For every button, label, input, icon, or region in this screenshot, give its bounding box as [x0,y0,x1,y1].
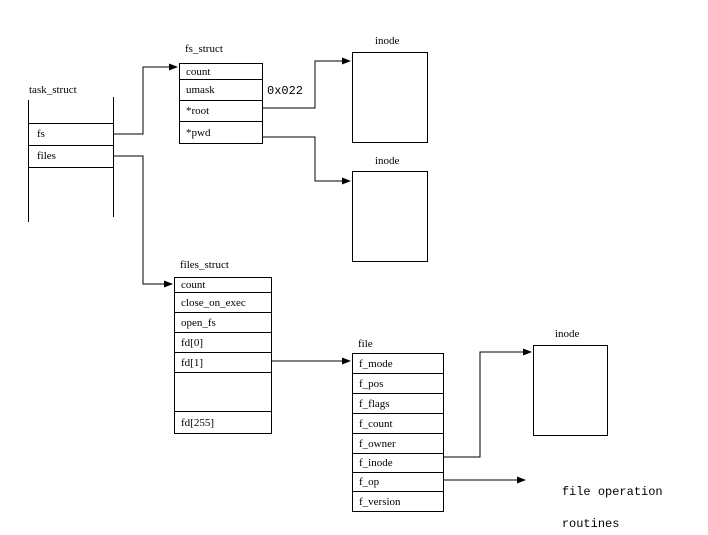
files-struct-row-ellipsis [175,373,271,412]
file-operation-routines-line2: routines [561,517,620,531]
task-struct-row-fs: fs [37,128,45,140]
files-struct-row-fd0: fd[0] [175,333,271,353]
arrow-finode-to-inode-bottom [444,348,532,458]
file-row-f-inode: f_inode [353,454,443,473]
task-struct-fs-row-top-line [28,123,114,124]
arrow-pwd-to-inode-middle [263,136,351,185]
task-struct-files-row-bottom-line [28,167,114,168]
file-operation-routines-line1: file operation [561,485,663,499]
task-struct-right-edge [113,97,114,217]
file-row-f-version: f_version [359,495,401,508]
files-struct-row-fd1: fd[1] [175,353,271,373]
fs-struct-row-umask: umask [180,80,262,101]
task-struct-left-edge [28,100,29,222]
arrow-files-to-files-struct [113,155,173,288]
umask-value-label: 0x022 [267,84,304,98]
inode-middle-box [352,171,428,262]
files-struct-box: count close_on_exec open_fs fd[0] fd[1] … [174,277,272,434]
fs-struct-row-root: *root [180,101,262,122]
task-struct-fs-row-bottom-line [28,145,114,146]
inode-top-title: inode [375,35,400,47]
inode-bottom-title: inode [555,328,580,340]
arrow-fs-to-fs-struct [113,63,178,135]
fs-struct-row-count: count [180,64,262,80]
file-box: f_mode f_pos f_flags f_count f_owner f_i… [352,353,444,512]
fs-struct-box: count umask *root *pwd [179,63,263,144]
files-struct-title: files_struct [180,259,229,271]
file-row-f-owner: f_owner [353,434,443,454]
files-struct-row-close-on-exec: close_on_exec [175,293,271,313]
file-title: file [358,338,373,350]
fs-struct-title: fs_struct [185,43,223,55]
task-struct-title: task_struct [29,84,77,96]
inode-bottom-box [533,345,608,436]
inode-top-box [352,52,428,143]
file-row-f-count: f_count [353,414,443,434]
file-operation-routines-label: file operation routines [533,468,663,535]
files-struct-row-fd255: fd[255] [181,416,214,429]
task-struct-row-files: files [37,150,56,162]
file-row-f-op: f_op [353,473,443,492]
inode-middle-title: inode [375,155,400,167]
file-row-f-flags: f_flags [353,394,443,414]
file-row-f-mode: f_mode [353,354,443,374]
files-struct-row-count: count [175,278,271,293]
file-row-f-pos: f_pos [353,374,443,394]
files-struct-row-open-fs: open_fs [175,313,271,333]
fs-struct-row-pwd: *pwd [186,126,211,139]
